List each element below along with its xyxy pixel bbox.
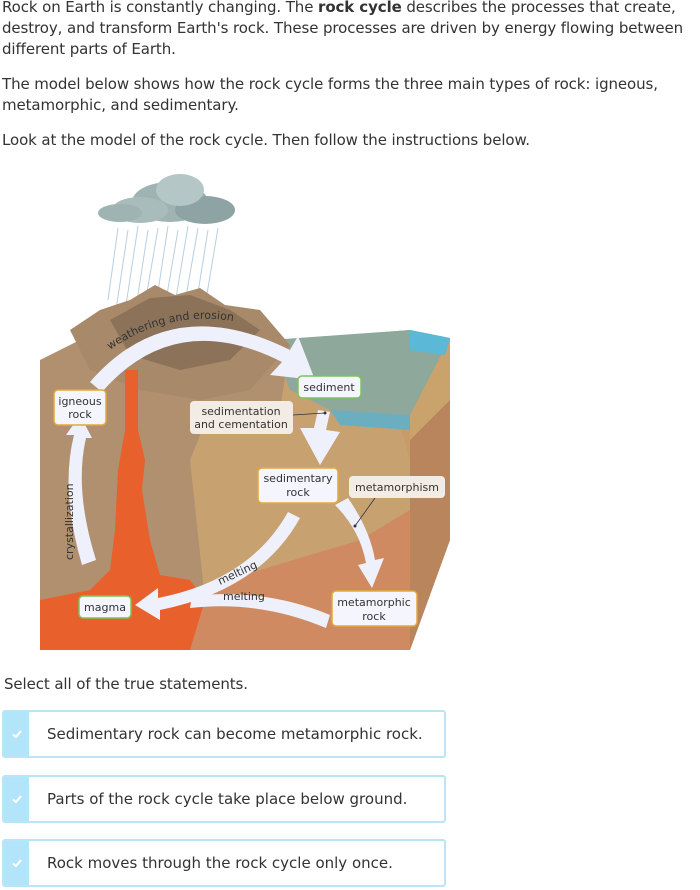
question-prompt: Select all of the true statements. (4, 675, 248, 693)
choice-label: Parts of the rock cycle take place below… (47, 790, 408, 808)
metamorphism-callout: metamorphism (349, 476, 445, 528)
choice-label: Sedimentary rock can become metamorphic … (47, 725, 423, 743)
intro-paragraph-1: Rock on Earth is constantly changing. Th… (0, 0, 700, 60)
metamorphic-label: metamorphic (337, 596, 411, 609)
checkbox[interactable] (4, 841, 29, 885)
rock-cycle-diagram: weathering and erosion crystallization m… (30, 160, 460, 660)
intro-text: Rock on Earth is constantly changing. Th… (2, 0, 319, 16)
sediment-label: sediment (303, 381, 355, 394)
metamorphic-rock-box: metamorphic rock (331, 590, 418, 627)
melting-label-2: melting (223, 590, 265, 603)
igneous-label: igneous (58, 395, 101, 408)
metamorphic-label: rock (362, 610, 386, 623)
choice-label: Rock moves through the rock cycle only o… (47, 854, 393, 872)
sediment-box: sediment (297, 375, 362, 399)
crystallization-label: crystallization (63, 483, 76, 560)
check-icon (11, 795, 22, 804)
rock-cycle-term: rock cycle (318, 0, 402, 16)
choice-2[interactable]: Parts of the rock cycle take place below… (2, 775, 446, 823)
sedimentation-label: sedimentation (201, 405, 280, 418)
metamorphism-label: metamorphism (355, 481, 439, 494)
checkbox[interactable] (4, 777, 29, 821)
magma-label: magma (84, 601, 126, 614)
igneous-label: rock (68, 408, 92, 421)
intro-paragraph-2: The model below shows how the rock cycle… (2, 75, 658, 114)
choice-1[interactable]: Sedimentary rock can become metamorphic … (2, 710, 446, 758)
sedimentary-label: rock (286, 486, 310, 499)
sedimentation-label: and cementation (194, 418, 288, 431)
check-icon (11, 730, 22, 739)
checkbox[interactable] (4, 712, 29, 756)
check-icon (11, 859, 22, 868)
magma-box: magma (78, 595, 132, 619)
intro-text: describes the processes that create, des… (2, 0, 684, 58)
sedimentary-rock-box: sedimentary rock (257, 467, 339, 504)
cycle-arrows (66, 326, 384, 628)
choice-3[interactable]: Rock moves through the rock cycle only o… (2, 839, 446, 887)
sedimentary-label: sedimentary (263, 472, 333, 485)
cloud-icon (98, 174, 235, 224)
intro-paragraph-3: Look at the model of the rock cycle. The… (2, 131, 530, 149)
igneous-rock-box: igneous rock (53, 389, 107, 426)
sedimentation-callout: sedimentation and cementation (190, 401, 327, 434)
